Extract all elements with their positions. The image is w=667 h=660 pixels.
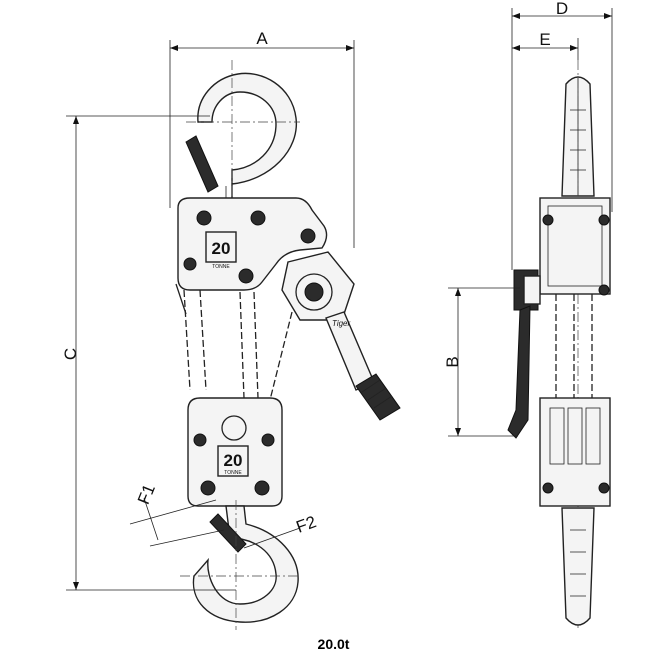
side-view xyxy=(507,60,611,630)
dim-a-label: A xyxy=(256,29,268,48)
top-capacity-plate xyxy=(205,231,237,263)
dimension-a: A xyxy=(169,29,355,248)
bottom-capacity-text: 20 xyxy=(224,451,243,470)
dimension-b: B xyxy=(443,287,520,437)
top-unit-text: TONNE xyxy=(212,264,230,270)
dim-b-label: B xyxy=(443,356,462,367)
top-body: 20 TONNE xyxy=(177,197,328,291)
dim-e-label: E xyxy=(539,30,550,49)
front-view: 20 TONNE Tiger xyxy=(175,60,401,630)
top-capacity-text: 20 xyxy=(212,239,231,258)
bottom-hook xyxy=(180,500,300,630)
dimension-c: C xyxy=(61,115,236,591)
dim-f2-label: F2 xyxy=(294,512,319,537)
dim-d-label: D xyxy=(556,0,568,18)
dimension-d: D xyxy=(511,0,613,270)
brand-text: Tiger xyxy=(332,319,350,328)
bottom-block: 20 TONNE xyxy=(187,397,283,507)
figure-caption: 20.0t xyxy=(317,636,350,652)
top-hook xyxy=(185,60,300,210)
lever-hoist-drawing: 20 TONNE Tiger xyxy=(61,0,613,630)
dimension-e: E xyxy=(512,30,579,60)
chains xyxy=(175,283,293,401)
lever-handle: Tiger xyxy=(281,251,401,421)
dim-f1-label: F1 xyxy=(134,481,159,507)
bottom-capacity-plate xyxy=(217,445,249,477)
dim-c-label: C xyxy=(61,348,80,360)
bottom-unit-text: TONNE xyxy=(224,470,242,476)
